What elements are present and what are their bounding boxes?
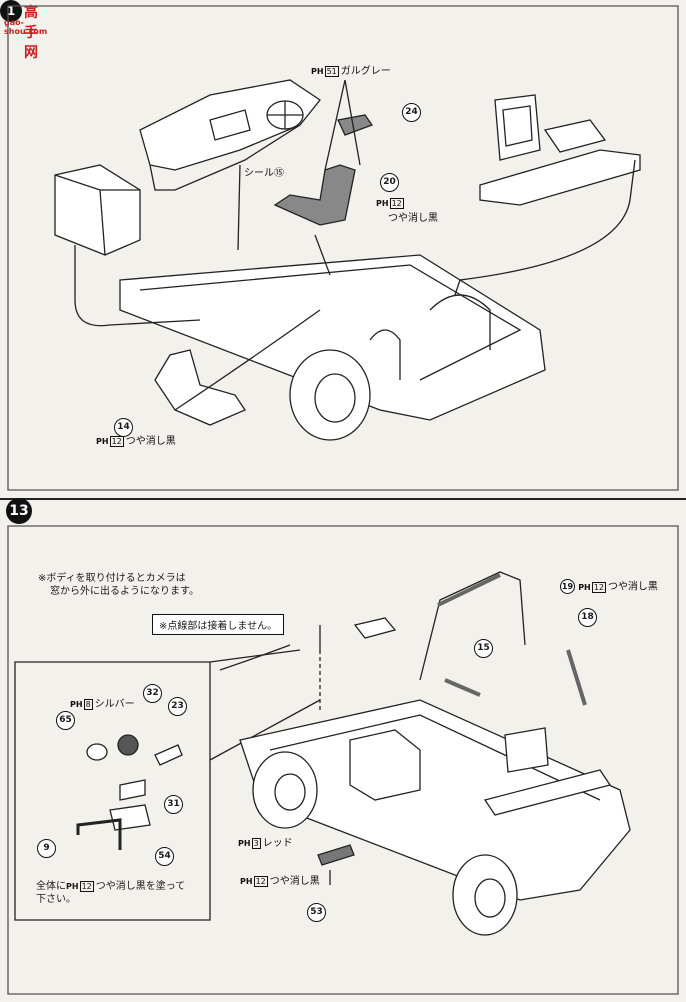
part-number-14: 14 bbox=[114, 418, 133, 437]
part-number-54: 54 bbox=[155, 847, 174, 866]
paint-code-prefix: PH bbox=[66, 882, 79, 891]
paint-code-number: 12 bbox=[109, 436, 124, 447]
part-number-24: 24 bbox=[402, 103, 421, 122]
top-assembly-drawing bbox=[7, 5, 679, 491]
step-13-drawing bbox=[7, 525, 679, 995]
step-13-badge: 13 bbox=[6, 498, 32, 524]
watermark-logo: 高手网 bbox=[24, 5, 38, 61]
paint-color-name: レッド bbox=[262, 838, 293, 849]
paint-code-prefix: PH bbox=[240, 877, 253, 886]
watermark-url: gao-shou.com bbox=[4, 18, 48, 36]
paint-color-name: つや消し黒 bbox=[607, 581, 658, 593]
part-number-20: 20 bbox=[380, 173, 399, 192]
part-number-23: 23 bbox=[168, 697, 187, 716]
note-paint-line1: 全体に bbox=[36, 881, 66, 892]
paint-code-prefix: PH bbox=[238, 839, 251, 848]
paint-code-number: 51 bbox=[324, 66, 339, 77]
paint-color-name: ガルグレー bbox=[340, 66, 391, 77]
paint-color-name: シルバー bbox=[94, 699, 135, 710]
note-camera-line1: ※ボディを取り付けるとカメラは bbox=[38, 573, 186, 584]
label-matte-black-a: つや消し黒 bbox=[388, 213, 438, 224]
part-number-65: 65 bbox=[56, 711, 75, 730]
paint-code-prefix: PH bbox=[578, 582, 591, 592]
part-number-32: 32 bbox=[143, 684, 162, 703]
paint-code-number: 8 bbox=[83, 699, 93, 710]
part-number-18: 18 bbox=[578, 608, 597, 627]
part-number-15: 15 bbox=[474, 639, 493, 658]
step-13-panel: 13 ※ボディを取り付けるとカメラは 窓から外に出るようになります。 ※点線部は… bbox=[0, 498, 686, 1000]
note-paint-line1b: つや消し黒を塗って bbox=[95, 881, 186, 892]
part-number-53: 53 bbox=[307, 903, 326, 922]
paint-code-number: 3 bbox=[251, 838, 261, 849]
paint-code-number: 12 bbox=[79, 881, 94, 892]
paint-color-name: つや消し黒 bbox=[269, 876, 320, 887]
note-dotted-not-glued: ※点線部は接着しません。 bbox=[152, 614, 285, 635]
note-camera: ※ボディを取り付けるとカメラは 窓から外に出るようになります。 bbox=[38, 572, 199, 598]
part-number-19: 19 bbox=[560, 579, 575, 594]
paint-code-prefix: PH bbox=[376, 199, 389, 208]
label-seal: シール⑮ bbox=[244, 168, 284, 179]
paint-code-number: 12 bbox=[591, 581, 606, 593]
paint-code-number: 12 bbox=[389, 198, 404, 209]
paint-color-name: つや消し黒 bbox=[125, 436, 176, 447]
part-number-9: 9 bbox=[37, 839, 56, 858]
paint-code-prefix: PH bbox=[70, 700, 83, 709]
paint-code-prefix: PH bbox=[311, 67, 324, 76]
note-paint-line2: 下さい。 bbox=[36, 894, 76, 905]
note-camera-line2: 窓から外に出るようになります。 bbox=[50, 586, 199, 597]
paint-code-number: 12 bbox=[253, 876, 268, 887]
paint-code-prefix: PH bbox=[96, 437, 109, 446]
part-number-31: 31 bbox=[164, 795, 183, 814]
